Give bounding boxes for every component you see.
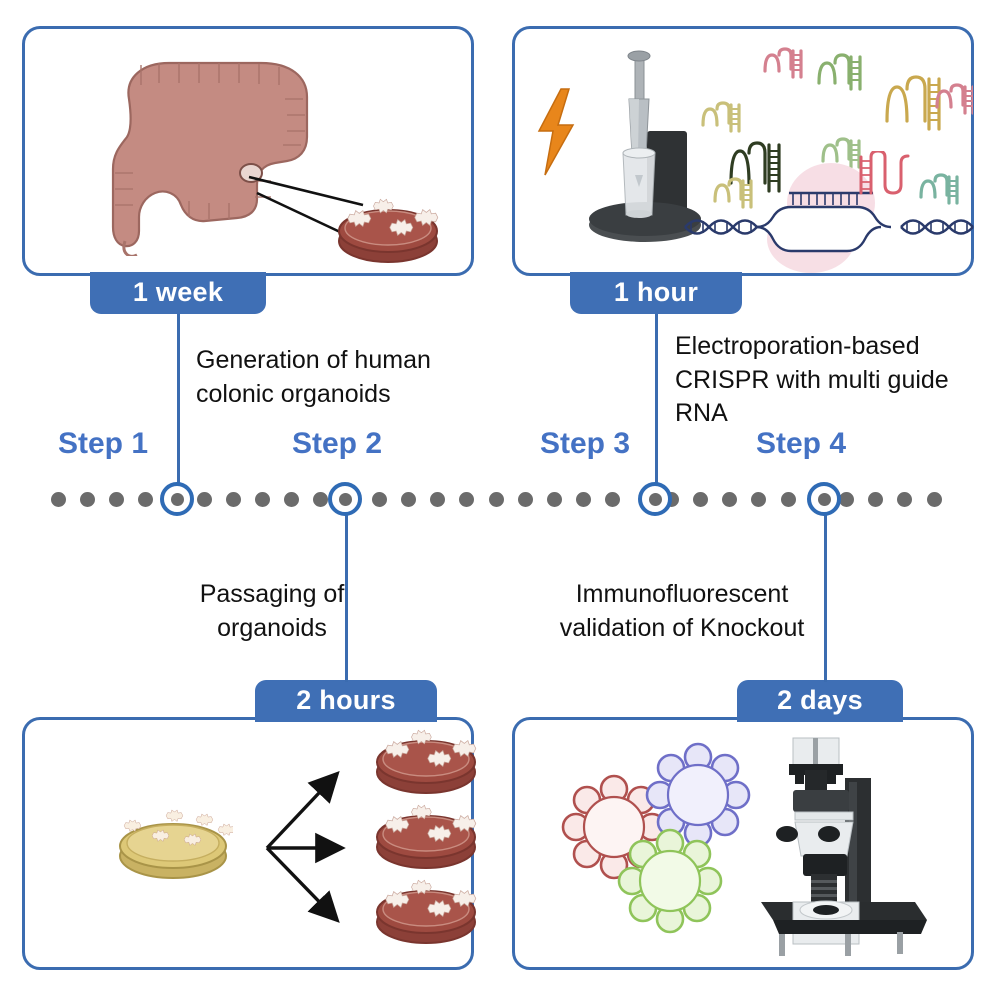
source-dish-icon xyxy=(119,809,233,879)
timeline-dot xyxy=(780,492,796,507)
timeline-dot xyxy=(459,492,475,507)
electroporator-icon xyxy=(589,50,701,242)
duration-badge-step-3: 1 hour xyxy=(570,272,742,314)
organoid-green-icon xyxy=(617,828,723,934)
timeline-dot xyxy=(576,492,592,507)
timeline-dot xyxy=(196,492,212,507)
step-label-3: Step 3 xyxy=(540,427,631,460)
duration-badge-step-2: 2 hours xyxy=(255,680,437,722)
timeline-dot xyxy=(79,492,95,507)
timeline-dot xyxy=(400,492,416,507)
timeline-dot xyxy=(897,492,913,507)
petri-dish-icon xyxy=(338,198,439,263)
timeline-dot xyxy=(838,492,854,507)
timeline-dot xyxy=(751,492,767,507)
timeline-dot xyxy=(138,492,154,507)
guide-rna-icon xyxy=(701,47,973,209)
organoid-blue-icon xyxy=(645,742,751,848)
timeline-dot xyxy=(50,492,66,507)
description-step-3: Electroporation-based CRISPR with multi … xyxy=(675,332,949,427)
process-timeline xyxy=(0,480,996,520)
timeline-marker-dot xyxy=(648,492,662,506)
petri-dish-icon xyxy=(376,804,477,869)
petri-dish-icon xyxy=(376,729,477,794)
timeline-marker-step-3[interactable] xyxy=(638,482,672,516)
timeline-marker-step-1[interactable] xyxy=(160,482,194,516)
description-step-1: Generation of human colonic organoids xyxy=(196,346,431,408)
timeline-marker-dot xyxy=(338,492,352,506)
duration-badge-step-4: 2 days xyxy=(737,680,903,722)
timeline-dot xyxy=(430,492,446,507)
step-label-2: Step 2 xyxy=(292,427,383,460)
timeline-dot xyxy=(254,492,270,507)
connector-step-1 xyxy=(177,314,180,496)
timeline-marker-step-2[interactable] xyxy=(328,482,362,516)
timeline-dot xyxy=(313,492,329,507)
timeline-dot xyxy=(488,492,504,507)
connector-step-4 xyxy=(824,500,827,682)
human-colon-icon xyxy=(111,61,309,256)
description-step-2: Passaging of organoids xyxy=(199,580,345,642)
microscope-icon xyxy=(761,737,927,956)
timeline-dot xyxy=(284,492,300,507)
lightning-bolt-icon xyxy=(537,88,575,176)
colon-organoid-panel xyxy=(22,26,474,276)
arrow-icon xyxy=(265,771,346,923)
cas9-complex-icon xyxy=(684,151,974,273)
petri-dish-icon xyxy=(376,879,477,944)
timeline-marker-dot xyxy=(817,492,831,506)
description-step-4: Immunofluorescent validation of Knockout xyxy=(559,580,805,642)
timeline-dot xyxy=(692,492,708,507)
dna-helix-icon xyxy=(684,219,974,235)
timeline-dot xyxy=(225,492,241,507)
timeline-dot xyxy=(926,492,942,507)
immunofluorescence-panel xyxy=(512,717,974,970)
step-label-4: Step 4 xyxy=(756,427,847,460)
connector-step-3 xyxy=(655,314,658,496)
timeline-dot xyxy=(108,492,124,507)
passaging-panel xyxy=(22,717,477,970)
timeline-dot xyxy=(722,492,738,507)
timeline-dot xyxy=(517,492,533,507)
timeline-dot xyxy=(546,492,562,507)
timeline-dot xyxy=(605,492,621,507)
timeline-dot xyxy=(868,492,884,507)
timeline-marker-step-4[interactable] xyxy=(807,482,841,516)
step-label-1: Step 1 xyxy=(58,427,149,460)
connector-step-2 xyxy=(345,500,348,682)
duration-badge-step-1: 1 week xyxy=(90,272,266,314)
timeline-marker-dot xyxy=(170,492,184,506)
electroporation-crispr-panel xyxy=(512,26,974,276)
timeline-dot xyxy=(371,492,387,507)
